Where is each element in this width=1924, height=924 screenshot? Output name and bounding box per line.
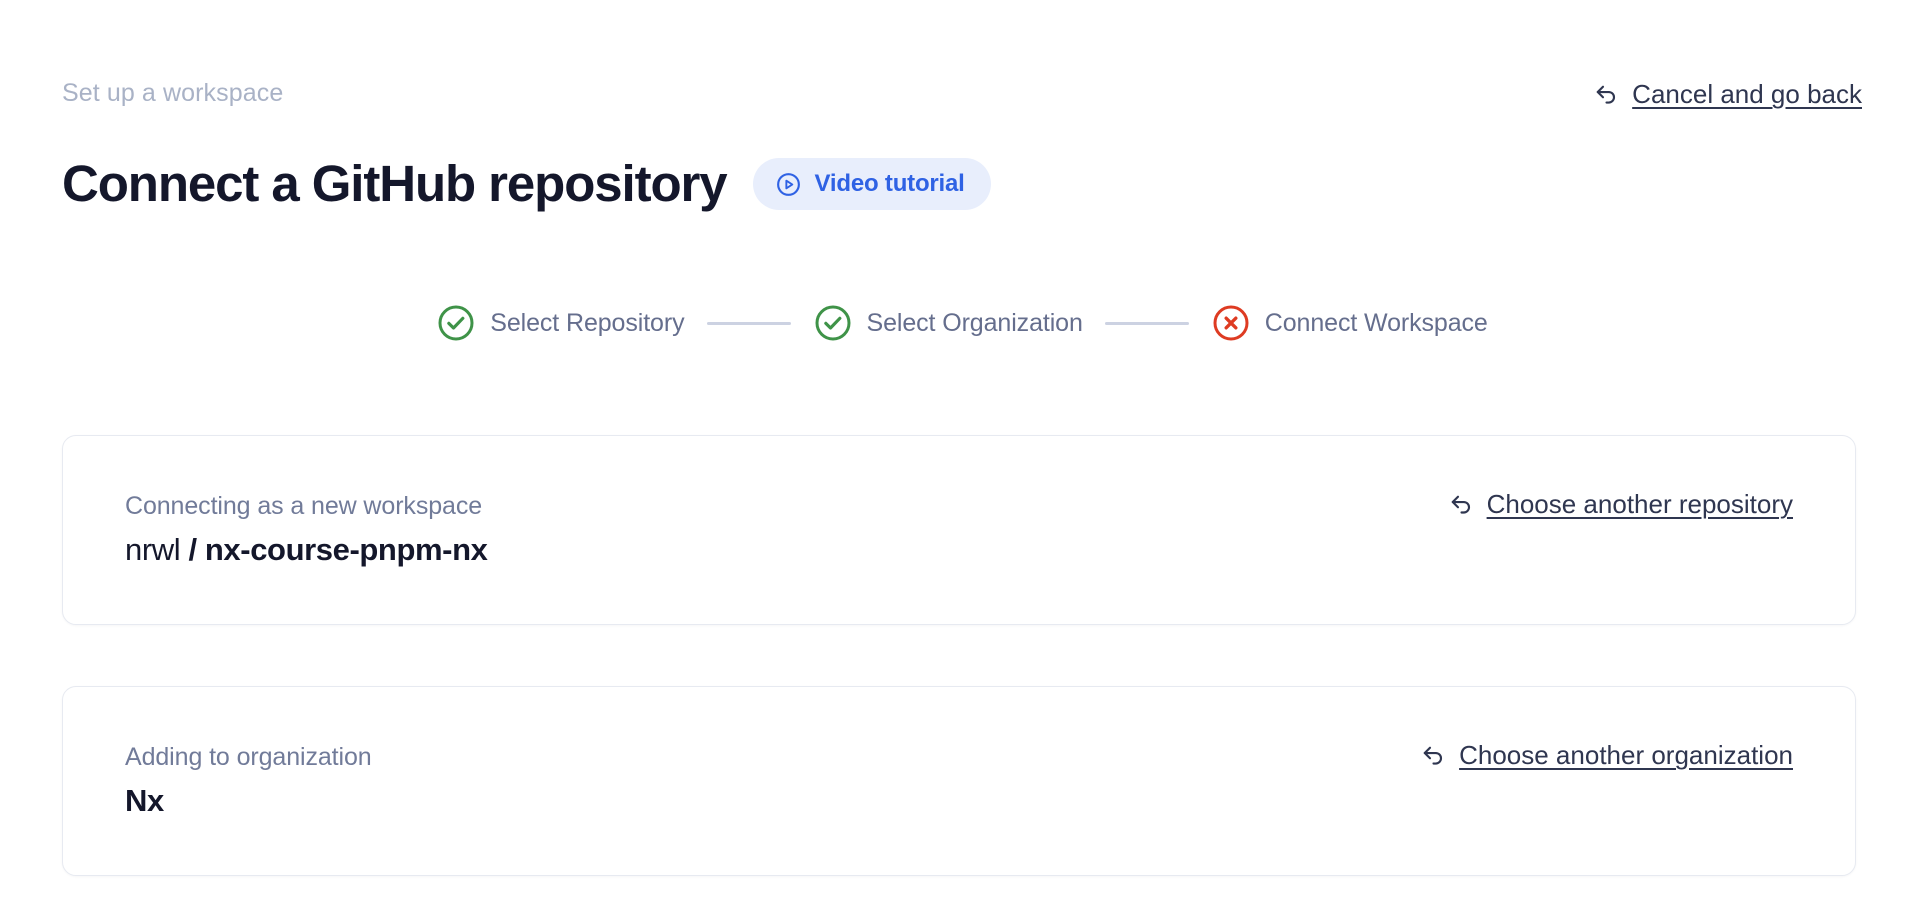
step-connector [1104, 321, 1189, 325]
back-arrow-icon [1418, 740, 1448, 770]
organization-card: Adding to organization Nx Choose another… [62, 686, 1856, 876]
page-title: Connect a GitHub repository [62, 155, 728, 213]
check-circle-icon [813, 303, 853, 343]
choose-another-organization-link[interactable]: Choose another organization [1418, 739, 1793, 771]
cancel-and-go-back-link[interactable]: Cancel and go back [1591, 78, 1862, 110]
choose-another-organization-label: Choose another organization [1459, 740, 1793, 770]
repository-info: Connecting as a new workspace nrwl / nx-… [125, 491, 488, 569]
repository-value: nrwl / nx-course-pnpm-nx [125, 531, 488, 569]
title-row: Connect a GitHub repository Video tutori… [62, 120, 1862, 248]
step-label: Select Organization [866, 309, 1083, 337]
step-select-organization[interactable]: Select Organization [813, 303, 1083, 343]
x-circle-icon [1211, 303, 1251, 343]
repository-owner: nrwl [125, 532, 181, 567]
video-tutorial-label: Video tutorial [814, 170, 965, 198]
repository-separator: / [180, 532, 205, 567]
step-select-repository[interactable]: Select Repository [436, 303, 685, 343]
play-circle-icon [775, 171, 802, 198]
progress-stepper: Select Repository Select Organization Co… [0, 303, 1924, 343]
step-connector [706, 321, 791, 325]
choose-another-repository-link[interactable]: Choose another repository [1446, 488, 1793, 520]
back-arrow-icon [1591, 79, 1621, 109]
step-connect-workspace[interactable]: Connect Workspace [1211, 303, 1488, 343]
organization-info: Adding to organization Nx [125, 742, 372, 820]
repository-caption: Connecting as a new workspace [125, 492, 483, 520]
step-label: Select Repository [490, 309, 685, 337]
repository-name: nx-course-pnpm-nx [204, 532, 488, 567]
organization-value: Nx [125, 783, 164, 818]
check-circle-icon [436, 303, 476, 343]
page-eyebrow: Set up a workspace [62, 79, 284, 107]
cancel-and-go-back-label: Cancel and go back [1632, 79, 1862, 109]
organization-caption: Adding to organization [125, 743, 372, 771]
page-header: Set up a workspace Connect a GitHub repo… [62, 78, 1862, 248]
repository-card: Connecting as a new workspace nrwl / nx-… [62, 435, 1856, 625]
choose-another-repository-label: Choose another repository [1486, 489, 1793, 519]
video-tutorial-button[interactable]: Video tutorial [752, 158, 991, 211]
back-arrow-icon [1446, 489, 1476, 519]
step-label: Connect Workspace [1264, 309, 1488, 337]
